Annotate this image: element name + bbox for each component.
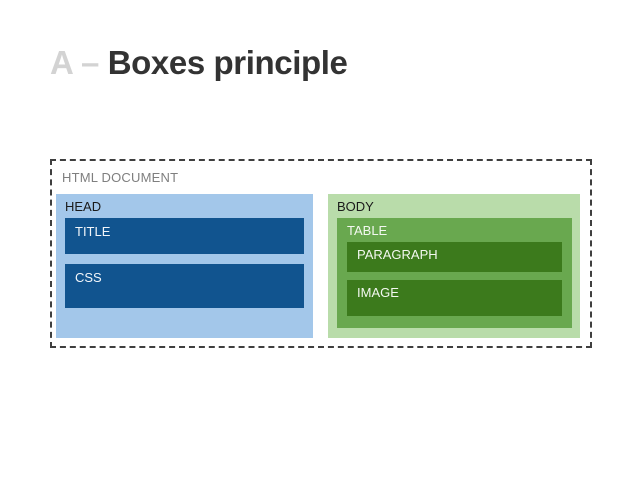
image-box-label: IMAGE [357,285,399,300]
css-box: CSS [65,264,304,308]
html-document-label: HTML DOCUMENT [62,170,179,185]
page-title-main: Boxes principle [107,44,348,81]
body-box: BODY TABLE PARAGRAPH IMAGE [328,194,580,338]
paragraph-box-label: PARAGRAPH [357,247,438,262]
paragraph-box: PARAGRAPH [347,242,562,272]
table-box: TABLE PARAGRAPH IMAGE [337,218,572,328]
body-box-label: BODY [337,199,374,214]
html-document-container: HTML DOCUMENT [50,159,592,348]
head-box-label: HEAD [65,199,102,214]
page-title-prefix: A – [50,44,99,81]
page-title: A – Boxes principle [50,42,348,84]
title-box-label: TITLE [75,224,111,239]
image-box: IMAGE [347,280,562,316]
table-box-label: TABLE [347,223,388,238]
css-box-label: CSS [75,270,102,285]
title-box: TITLE [65,218,304,254]
head-box: HEAD TITLE CSS [56,194,313,338]
